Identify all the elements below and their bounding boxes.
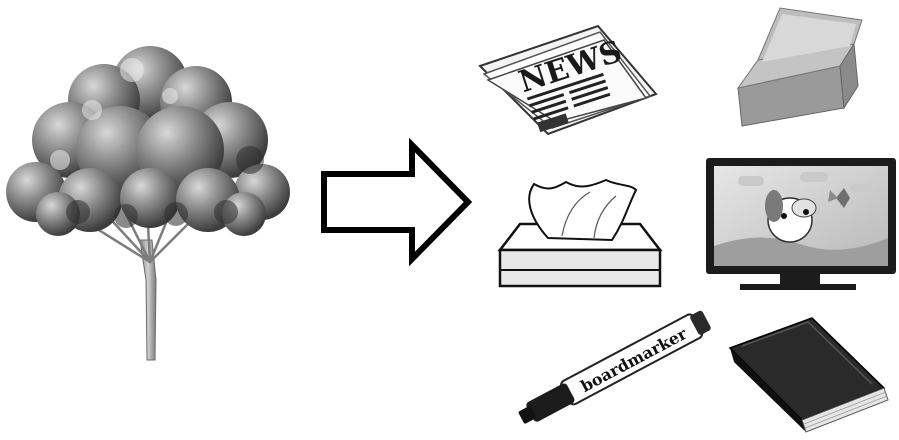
book-icon: [730, 318, 888, 432]
marker-brand-text: boardmarker: [578, 324, 691, 396]
newspaper-icon: NEWS: [480, 26, 656, 134]
tv-icon: [706, 158, 896, 290]
box-icon: [738, 8, 862, 126]
right-arrow-icon: [324, 145, 468, 259]
marker-icon: boardmarker: [515, 308, 713, 430]
tree-icon: [6, 46, 290, 360]
tissue-box-icon: [500, 180, 660, 286]
